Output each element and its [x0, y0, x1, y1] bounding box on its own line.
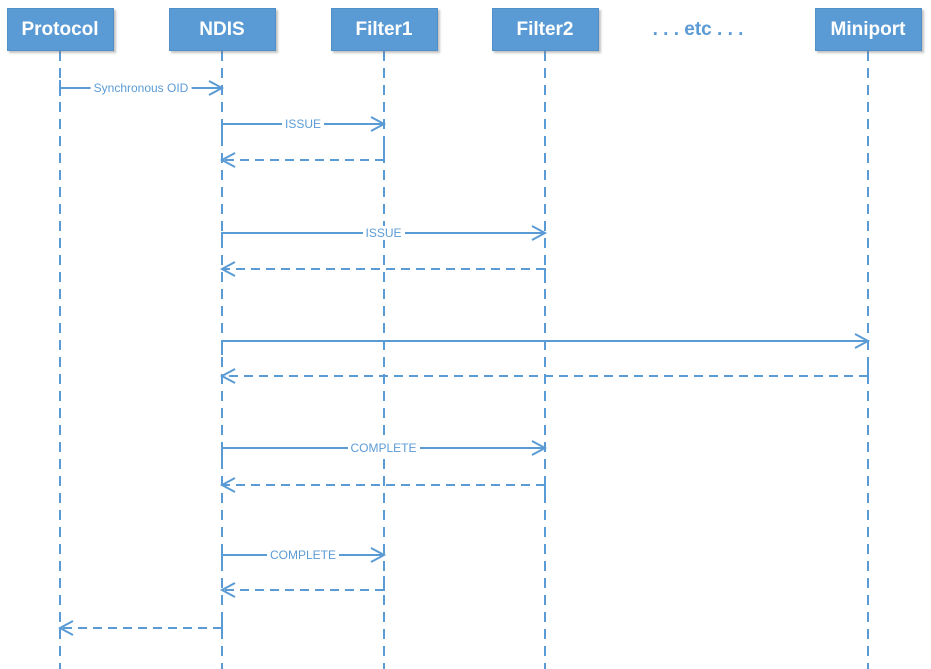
etc-label: . . . etc . . .: [652, 18, 744, 40]
lifeline-header-protocol: Protocol: [6, 8, 114, 51]
arrowhead-icon: [370, 547, 387, 563]
message-complete-9-label: COMPLETE: [266, 548, 340, 562]
message-return-4: [219, 261, 546, 283]
lifeline-header-filter1: Filter1: [330, 8, 438, 51]
message-synchronous-oid-0-label: Synchronous OID: [90, 81, 192, 95]
lifeline-header-miniport: Miniport: [814, 8, 922, 51]
message-return-8: [219, 477, 546, 499]
message-return-5: [221, 333, 871, 355]
lifeline-header-ndis: NDIS: [168, 8, 276, 51]
message-return-6: [219, 362, 869, 384]
message-issue-3-label: ISSUE: [362, 226, 405, 240]
arrowhead-icon: [57, 620, 74, 636]
arrowhead-icon: [531, 225, 548, 241]
message-return-10: [219, 576, 385, 598]
arrowhead-icon: [219, 582, 236, 598]
message-return-11: [57, 620, 223, 636]
lifeline-header-filter2: Filter2: [491, 8, 599, 51]
arrowhead-icon: [370, 116, 387, 132]
arrowhead-icon: [208, 80, 225, 96]
arrowhead-icon: [219, 261, 236, 277]
arrowhead-icon: [219, 477, 236, 493]
arrowhead-icon: [854, 333, 871, 349]
arrowhead-icon: [531, 440, 548, 456]
message-issue-1-label: ISSUE: [281, 117, 325, 131]
message-complete-7-label: COMPLETE: [347, 441, 420, 455]
message-return-2: [219, 146, 385, 168]
arrowhead-icon: [219, 368, 236, 384]
arrowhead-icon: [219, 152, 236, 168]
